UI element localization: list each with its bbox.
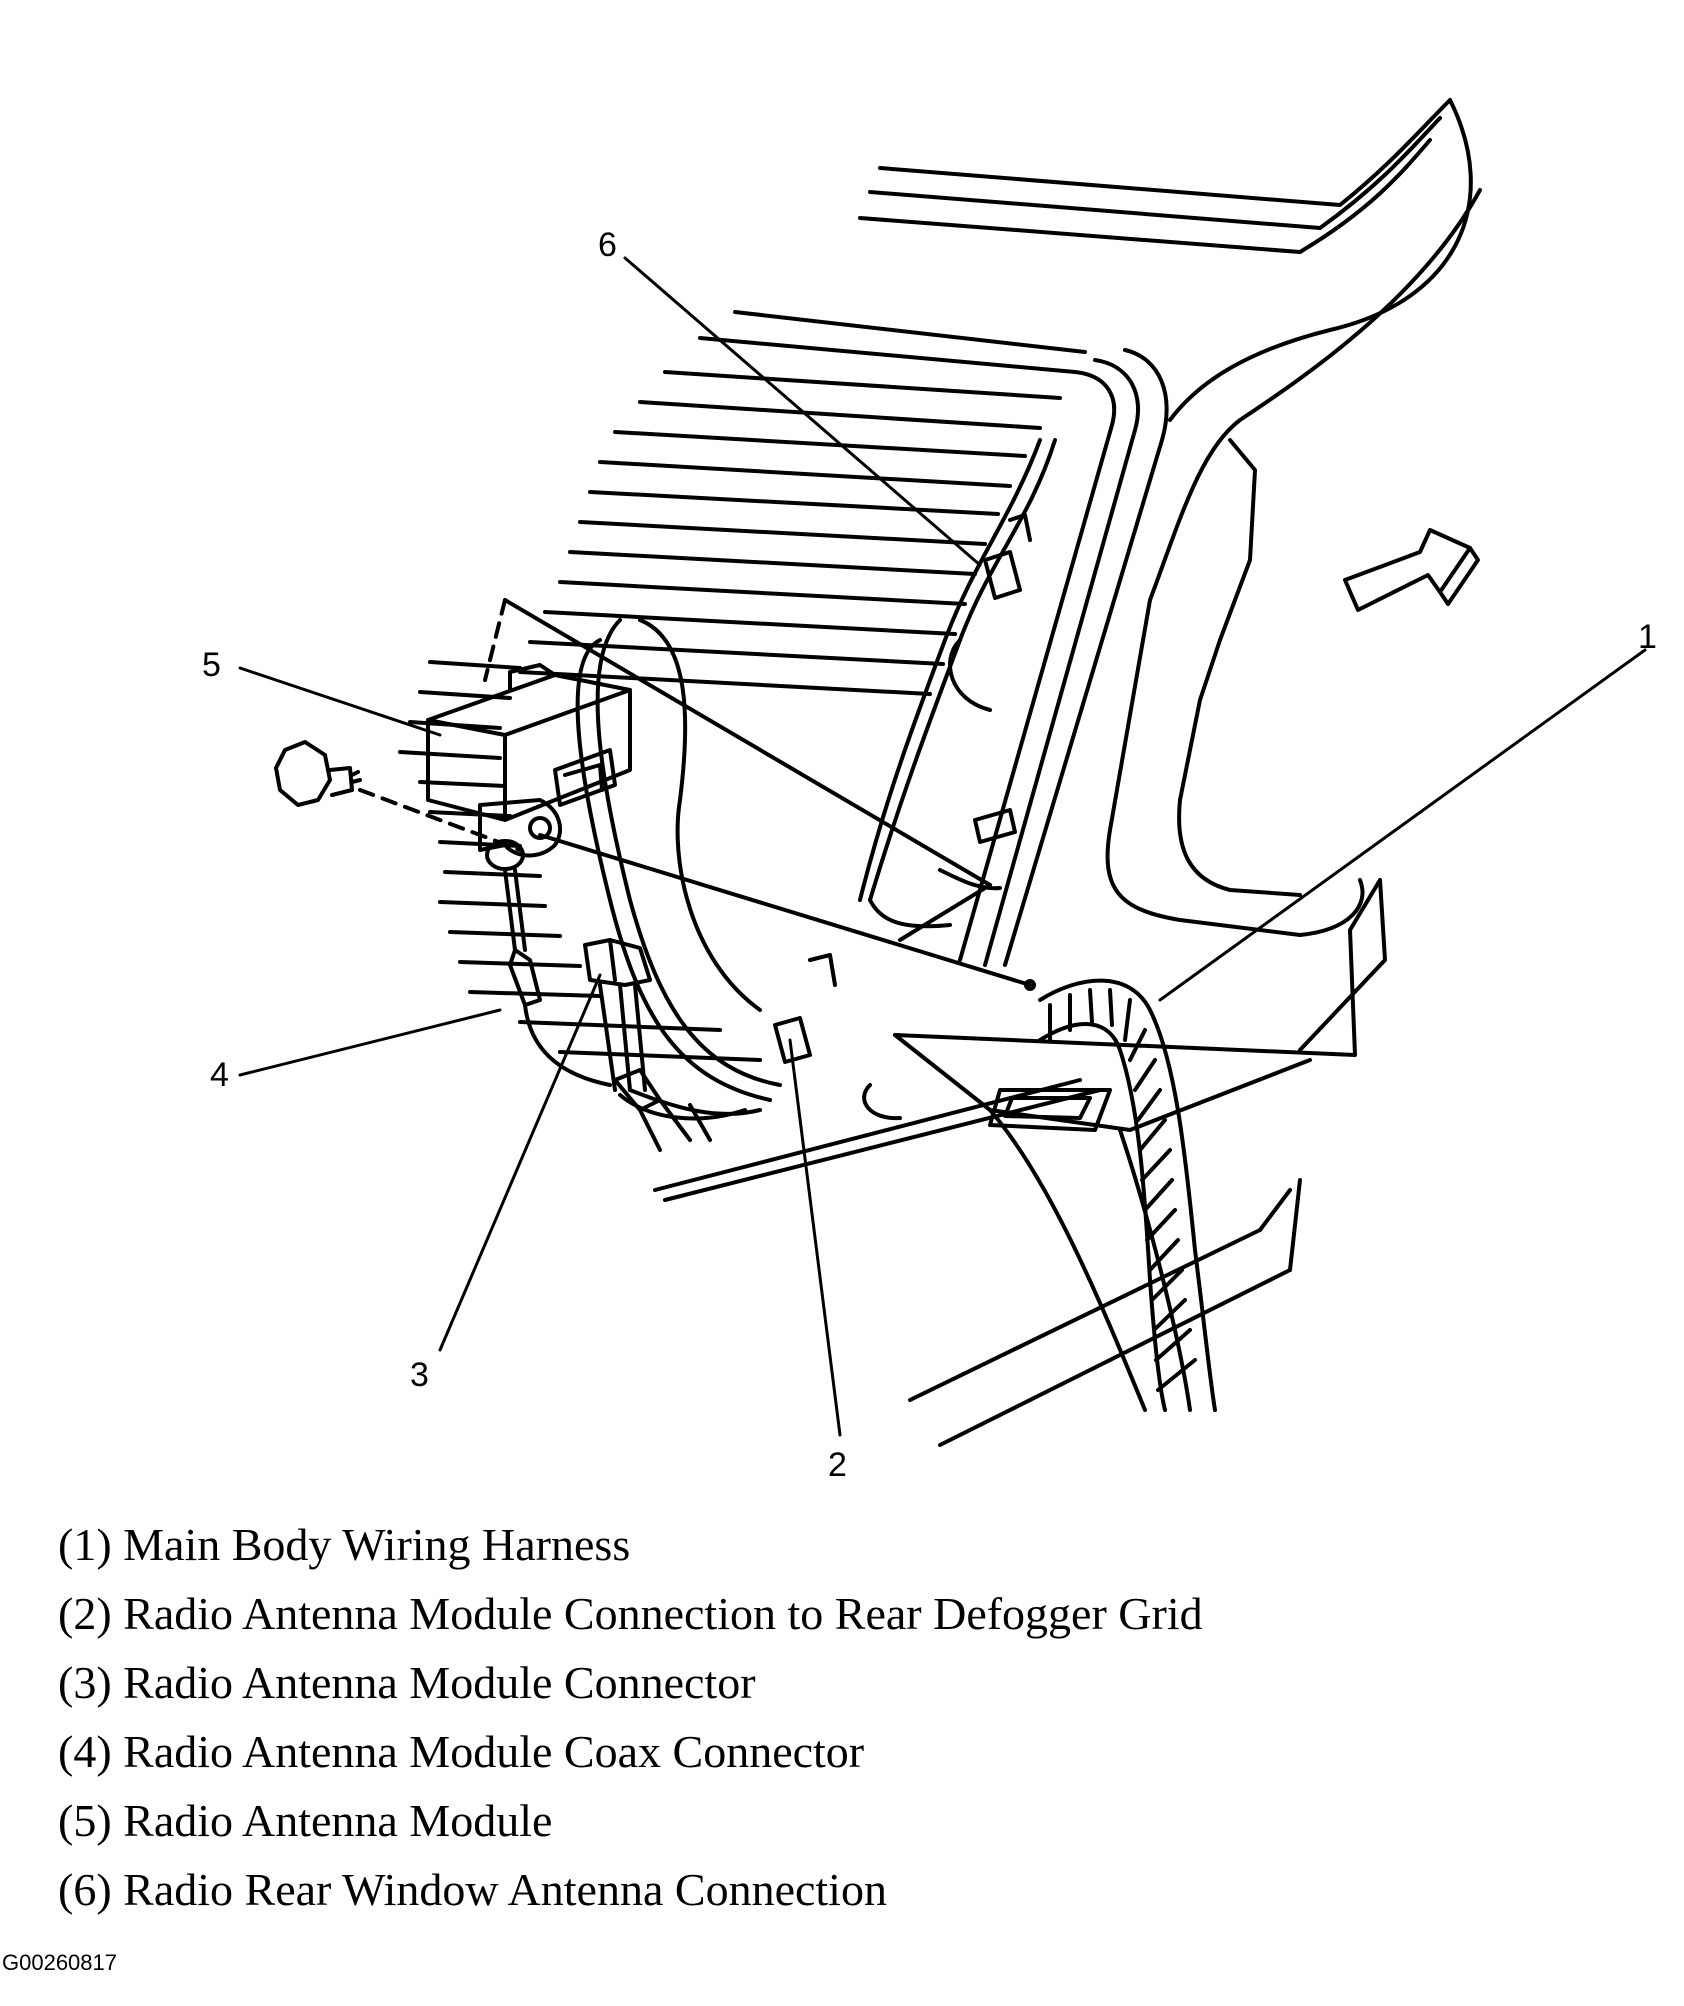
defogger-grid-connection (773, 808, 1017, 1064)
rear-window-antenna-connection (983, 513, 1032, 600)
legend-item: (5) Radio Antenna Module (58, 1795, 553, 1846)
callout-3: 3 (410, 1356, 429, 1394)
figure-id: G00260817 (2, 1950, 117, 1975)
harness-loop (575, 618, 782, 1121)
legend-item: (2) Radio Antenna Module Connection to R… (58, 1588, 1203, 1639)
mounting-bolt-icon (274, 740, 522, 852)
legend-list: (1) Main Body Wiring Harness (2) Radio A… (58, 1510, 1203, 1924)
callout-6: 6 (598, 226, 617, 264)
main-body-wiring-harness (613, 978, 1217, 1412)
callout-leader-lines (238, 256, 1647, 1437)
forward-arrow-icon (1343, 528, 1480, 612)
legend-item: (6) Radio Rear Window Antenna Connection (58, 1864, 887, 1915)
wire-bundle (858, 438, 1057, 929)
callout-5: 5 (202, 646, 221, 684)
antenna-module-illustration (238, 98, 1647, 1447)
callout-4: 4 (210, 1056, 229, 1094)
legend-item: (3) Radio Antenna Module Connector (58, 1657, 756, 1708)
legend-item: (4) Radio Antenna Module Coax Connector (58, 1726, 865, 1777)
coax-cable (503, 868, 612, 1087)
window-frame (958, 98, 1482, 967)
legend-item: (1) Main Body Wiring Harness (58, 1519, 631, 1570)
callout-1: 1 (1638, 618, 1657, 656)
module-connector (583, 938, 652, 1092)
callout-2: 2 (828, 1446, 847, 1484)
mounting-panel (483, 598, 992, 942)
lower-body-panel (653, 878, 1387, 1447)
defogger-grid-lines (398, 166, 1342, 1062)
